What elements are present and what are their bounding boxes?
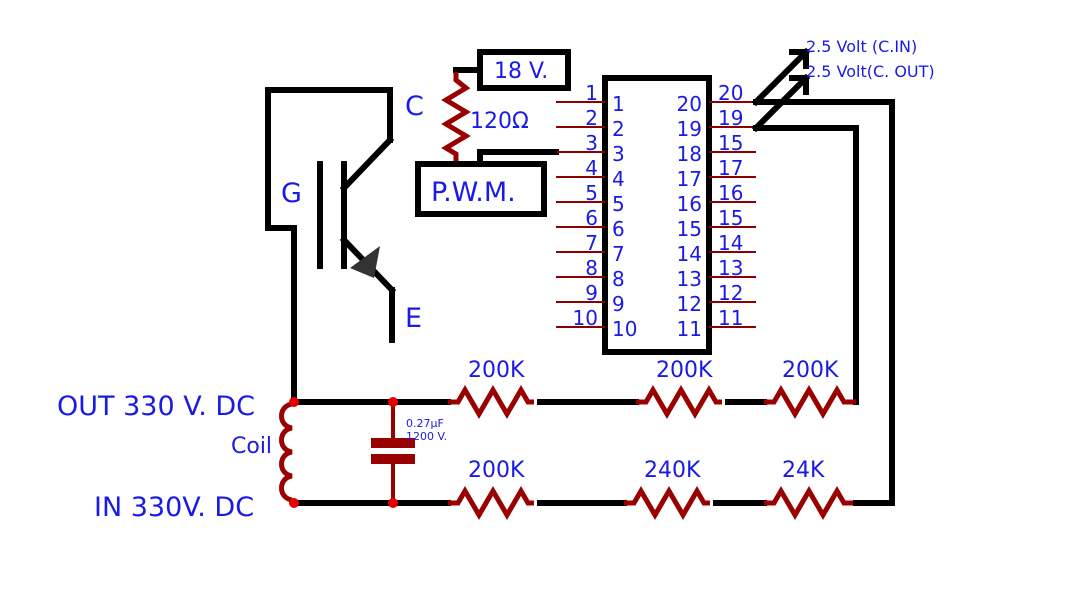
ic-right-pin-number: 14: [718, 231, 743, 255]
ic-left-inner-pin-number: 6: [612, 217, 625, 241]
bottom-resistor-1-label: 200K: [468, 458, 525, 483]
ic-left-inner-pin-number: 3: [612, 142, 625, 166]
ic-left-inner-pin-number: 9: [612, 292, 625, 316]
c-out-arrow-icon: [789, 75, 809, 95]
ic-left-pin-number: 5: [585, 181, 598, 205]
pwm-box: [415, 161, 547, 217]
in-rail-label: IN 330V. DC: [94, 492, 254, 523]
out-rail-label: OUT 330 V. DC: [57, 391, 255, 422]
bottom-resistor-2-label: 240K: [644, 458, 701, 483]
top-resistor-2-label: 200K: [656, 358, 713, 383]
node-in-left: [289, 498, 299, 508]
ic-right-pin-number: 11: [718, 306, 743, 330]
cap-value-label: 0.27μF: [406, 417, 444, 430]
cap-plate-top: [371, 438, 415, 448]
bottom-resistor-2: [624, 486, 710, 520]
ic-left-pin-number: 1: [585, 81, 598, 105]
ic-right-inner-pin-number: 16: [677, 192, 702, 216]
c-in-arrow-shaft: [751, 47, 811, 107]
ic-left-inner-pin-number: 4: [612, 167, 625, 191]
pwm-pin3-wire: [477, 149, 559, 167]
coil-label: Coil: [231, 434, 272, 459]
c-in-arrow-icon: [789, 49, 809, 69]
c-out-arrow-shaft: [751, 73, 811, 133]
ic-right-pin-number: 20: [718, 81, 743, 105]
c-out-label: 2.5 Volt(C. OUT): [806, 62, 935, 81]
bottom-resistor-3: [764, 486, 856, 520]
top-resistor-3-label: 200K: [782, 358, 839, 383]
ic-right-inner-pin-number: 14: [677, 242, 702, 266]
collector-gate-wire: [265, 87, 393, 405]
ic-right-pin-number: 15: [718, 131, 743, 155]
top-resistor-3: [764, 385, 856, 419]
supply-label: 18 V.: [494, 59, 548, 84]
bottom-resistor-1: [448, 486, 534, 520]
ic-left-pin-number: 2: [585, 106, 598, 130]
c-in-label: 2.5 Volt (C.IN): [806, 37, 917, 56]
ic-right-pin-number: 16: [718, 181, 743, 205]
ic-left-pin-number: 8: [585, 256, 598, 280]
top-resistor-2: [636, 385, 722, 419]
top-resistor-1: [448, 385, 534, 419]
node-in-cap: [388, 498, 398, 508]
node-out-left: [289, 397, 299, 407]
ic-right-inner-pin-number: 17: [677, 167, 702, 191]
ic-right-pin-number: 15: [718, 206, 743, 230]
ic-right-inner-pin-number: 13: [677, 267, 702, 291]
ic-left-inner-pin-number: 5: [612, 192, 625, 216]
ic-right-inner-pin-number: 20: [677, 92, 702, 116]
ic-left-inner-pin-number: 8: [612, 267, 625, 291]
ic-left-pin-number: 9: [585, 281, 598, 305]
ic-right-inner-pin-number: 18: [677, 142, 702, 166]
top-resistor-1-label: 200K: [468, 358, 525, 383]
ic-left-pin-number: 10: [573, 306, 598, 330]
ic-right-inner-pin-number: 12: [677, 292, 702, 316]
ic-left-inner-pin-number: 1: [612, 92, 625, 116]
gate-resistor: [441, 72, 471, 164]
ic-right-pin-number: 19: [718, 106, 743, 130]
cap-plate-bottom: [371, 454, 415, 464]
ic-right-inner-pin-number: 11: [677, 317, 702, 341]
gate-resistor-label: 120Ω: [470, 109, 529, 134]
ic-left-pin-number: 3: [585, 131, 598, 155]
node-out-cap: [388, 397, 398, 407]
ic-right-inner-pin-number: 15: [677, 217, 702, 241]
ic-left-pin-number: 6: [585, 206, 598, 230]
supply-box: [477, 49, 571, 91]
gate-label: G: [281, 178, 302, 209]
ic-left-pin-number: 4: [585, 156, 598, 180]
ic-right-pin-number: 13: [718, 256, 743, 280]
emitter-label: E: [405, 303, 422, 334]
collector-label: C: [405, 91, 424, 122]
ic-chip: [602, 75, 712, 355]
ic-left-inner-pin-number: 10: [612, 317, 637, 341]
ic-right-inner-pin-number: 19: [677, 117, 702, 141]
coil-inductor: [279, 401, 293, 503]
ic-left-pin-number: 7: [585, 231, 598, 255]
cap-voltage-label: 1200 V.: [406, 430, 447, 443]
ic-left-inner-pin-number: 2: [612, 117, 625, 141]
bottom-resistor-3-label: 24K: [782, 458, 825, 483]
pwm-label: P.W.M.: [431, 177, 516, 208]
collector-diagonal: [339, 135, 395, 193]
ic-left-inner-pin-number: 7: [612, 242, 625, 266]
ic-right-pin-number: 12: [718, 281, 743, 305]
emitter-arrow-icon: [350, 246, 380, 278]
ic-right-pin-number: 17: [718, 156, 743, 180]
